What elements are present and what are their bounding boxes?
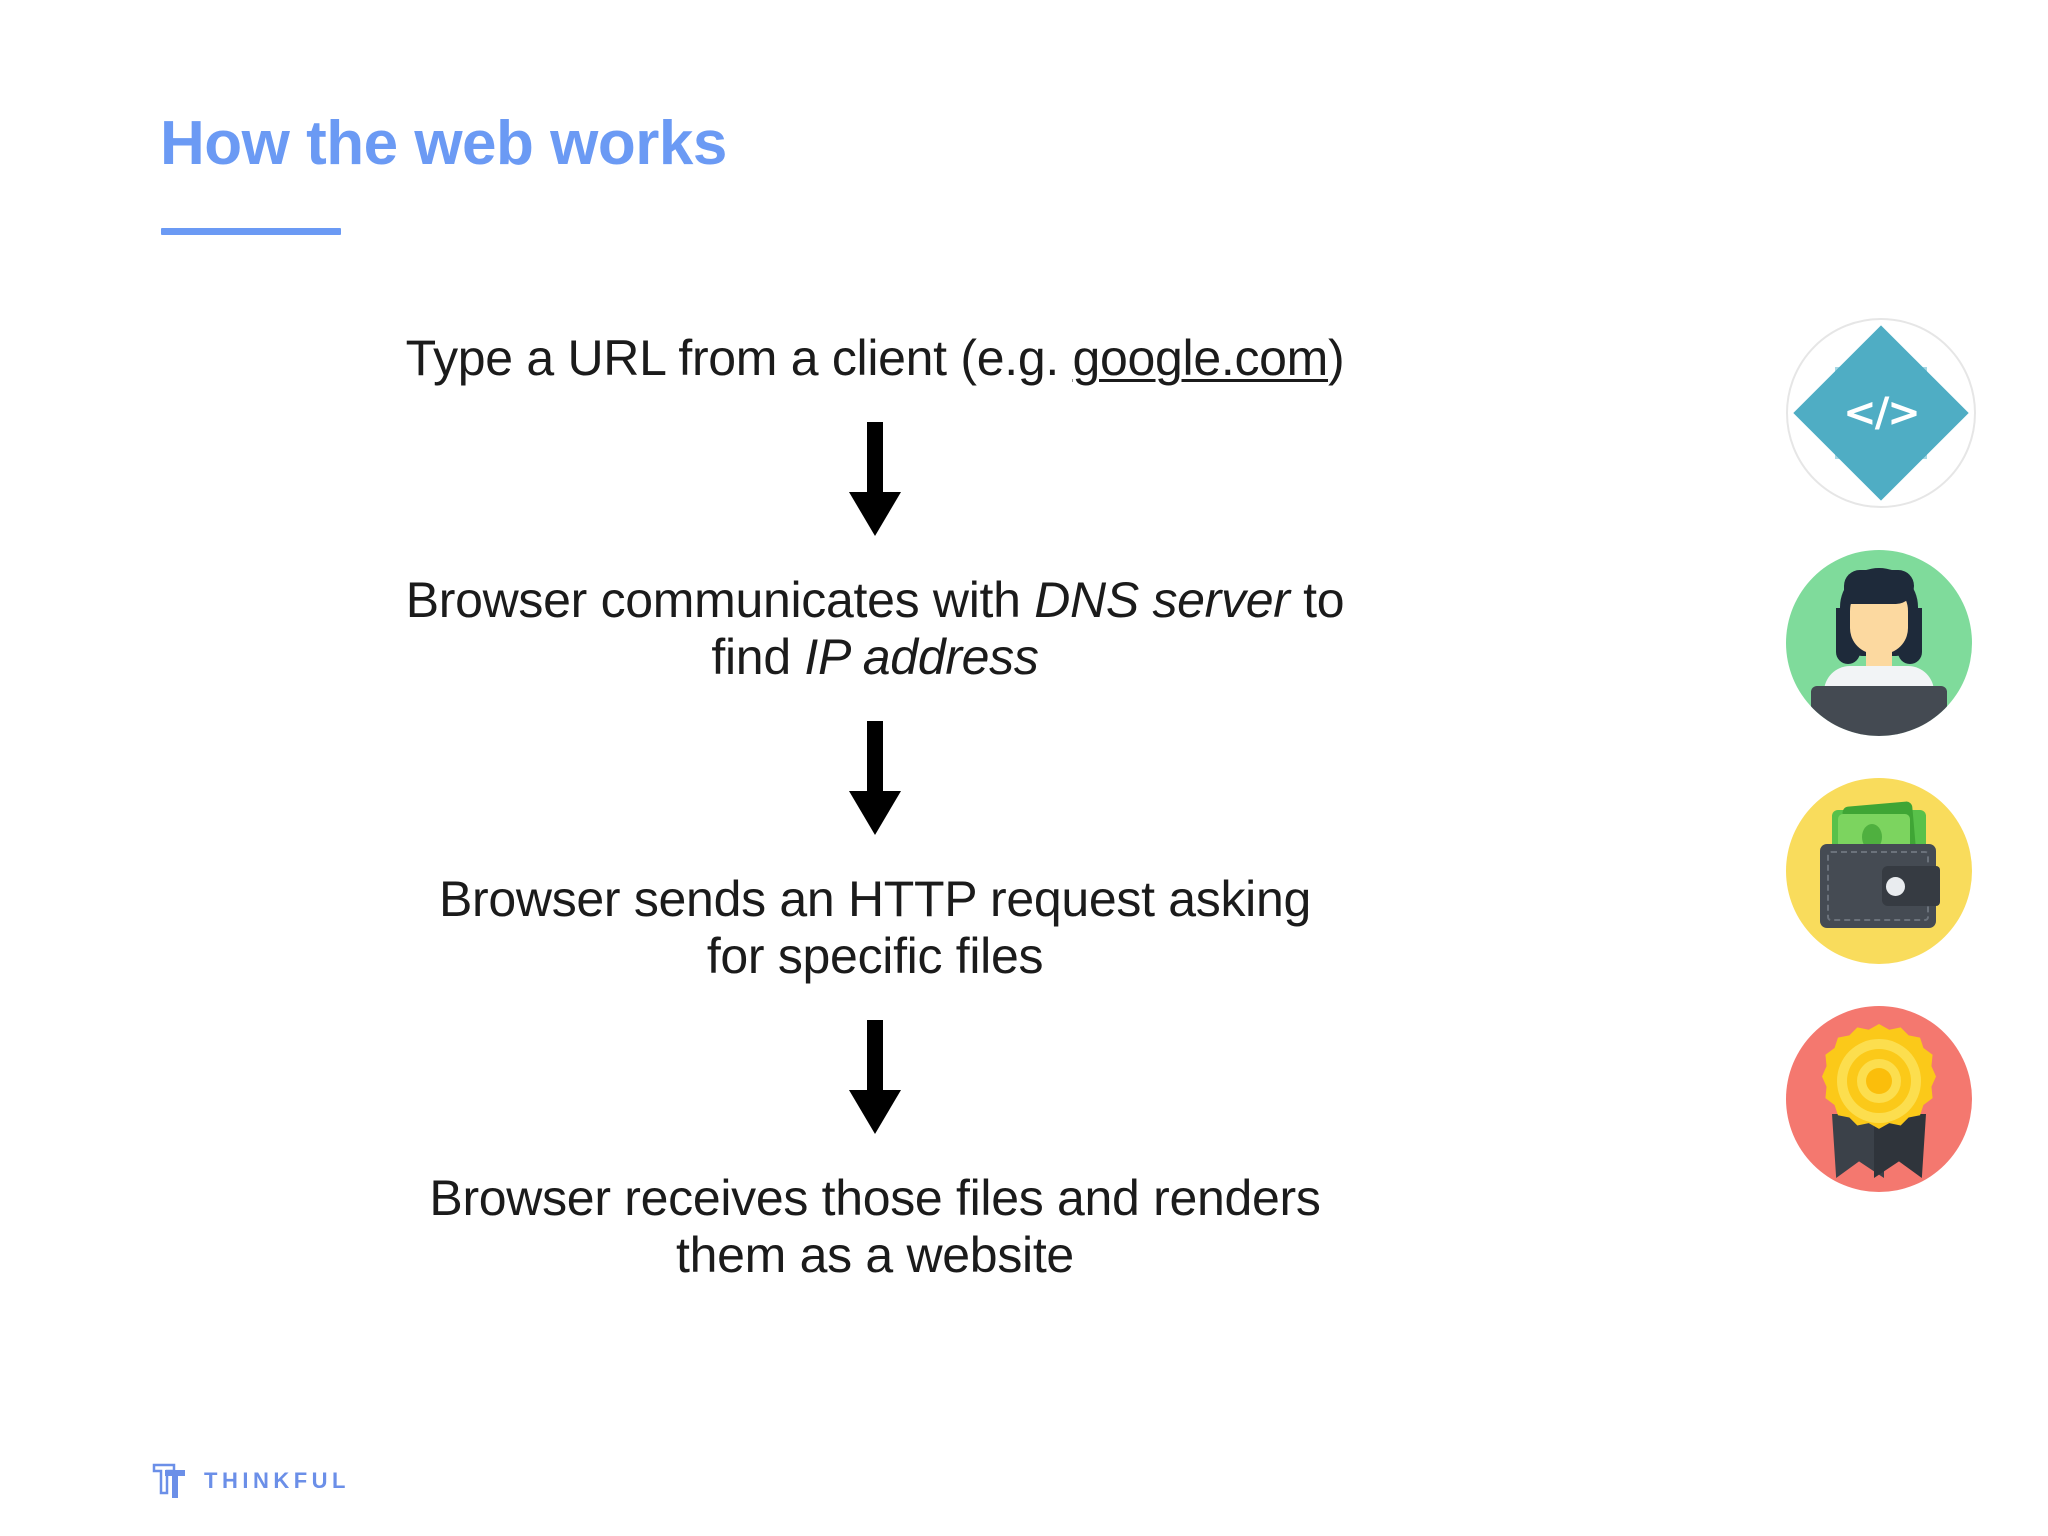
step1-text-suffix: ) <box>1328 330 1345 386</box>
thinkful-wordmark: THINKFUL <box>204 1468 350 1493</box>
code-icon: </> <box>1786 318 1976 508</box>
thinkful-mark-icon <box>152 1463 185 1498</box>
flow-step-type-url: Type a URL from a client (e.g. google.co… <box>330 330 1420 388</box>
arrow-step3-to-step4 <box>330 1019 1420 1136</box>
flow-step-dns-lookup: Browser communicates with DNS server to … <box>330 572 1420 687</box>
icon-rail: </> <box>1786 318 1976 1192</box>
flow-diagram: Type a URL from a client (e.g. google.co… <box>330 330 1420 1285</box>
arrow-step1-to-step2 <box>330 421 1420 538</box>
step2-emphasis-dns-server: DNS server <box>1034 571 1290 628</box>
step2-line2-prefix: find <box>711 629 805 685</box>
step4-line2: them as a website <box>676 1227 1074 1283</box>
step3-line1: Browser sends an HTTP request asking <box>438 870 1311 927</box>
page-title: How the web works <box>160 109 727 178</box>
wallet-clasp <box>1886 877 1905 896</box>
award-center <box>1866 1068 1892 1094</box>
cash-oval <box>1862 824 1882 850</box>
laptop-shape <box>1811 686 1947 736</box>
code-icon-glyph: </> <box>1843 390 1921 436</box>
thinkful-logo: THINKFUL <box>152 1462 350 1500</box>
person-laptop-icon <box>1786 550 1972 736</box>
award-ribbon-icon <box>1786 1006 1972 1192</box>
flow-step-render-website: Browser receives those files and renders… <box>330 1170 1420 1285</box>
step2-line1-suffix: to <box>1289 571 1345 628</box>
flow-step-http-request: Browser sends an HTTP request asking for… <box>330 871 1420 986</box>
title-underline-rule <box>161 228 341 235</box>
step3-line2: for specific files <box>706 928 1044 984</box>
person-fringe <box>1844 570 1914 604</box>
arrow-step2-to-step3 <box>330 720 1420 837</box>
google-com-link[interactable]: google.com <box>1072 330 1329 386</box>
step2-line1-prefix: Browser communicates with <box>405 571 1035 628</box>
wallet-money-icon <box>1786 778 1972 964</box>
step2-emphasis-ip-address: IP address <box>804 629 1039 685</box>
step1-text-prefix: Type a URL from a client (e.g. <box>405 330 1073 386</box>
step4-line1: Browser receives those files and renders <box>429 1169 1321 1226</box>
